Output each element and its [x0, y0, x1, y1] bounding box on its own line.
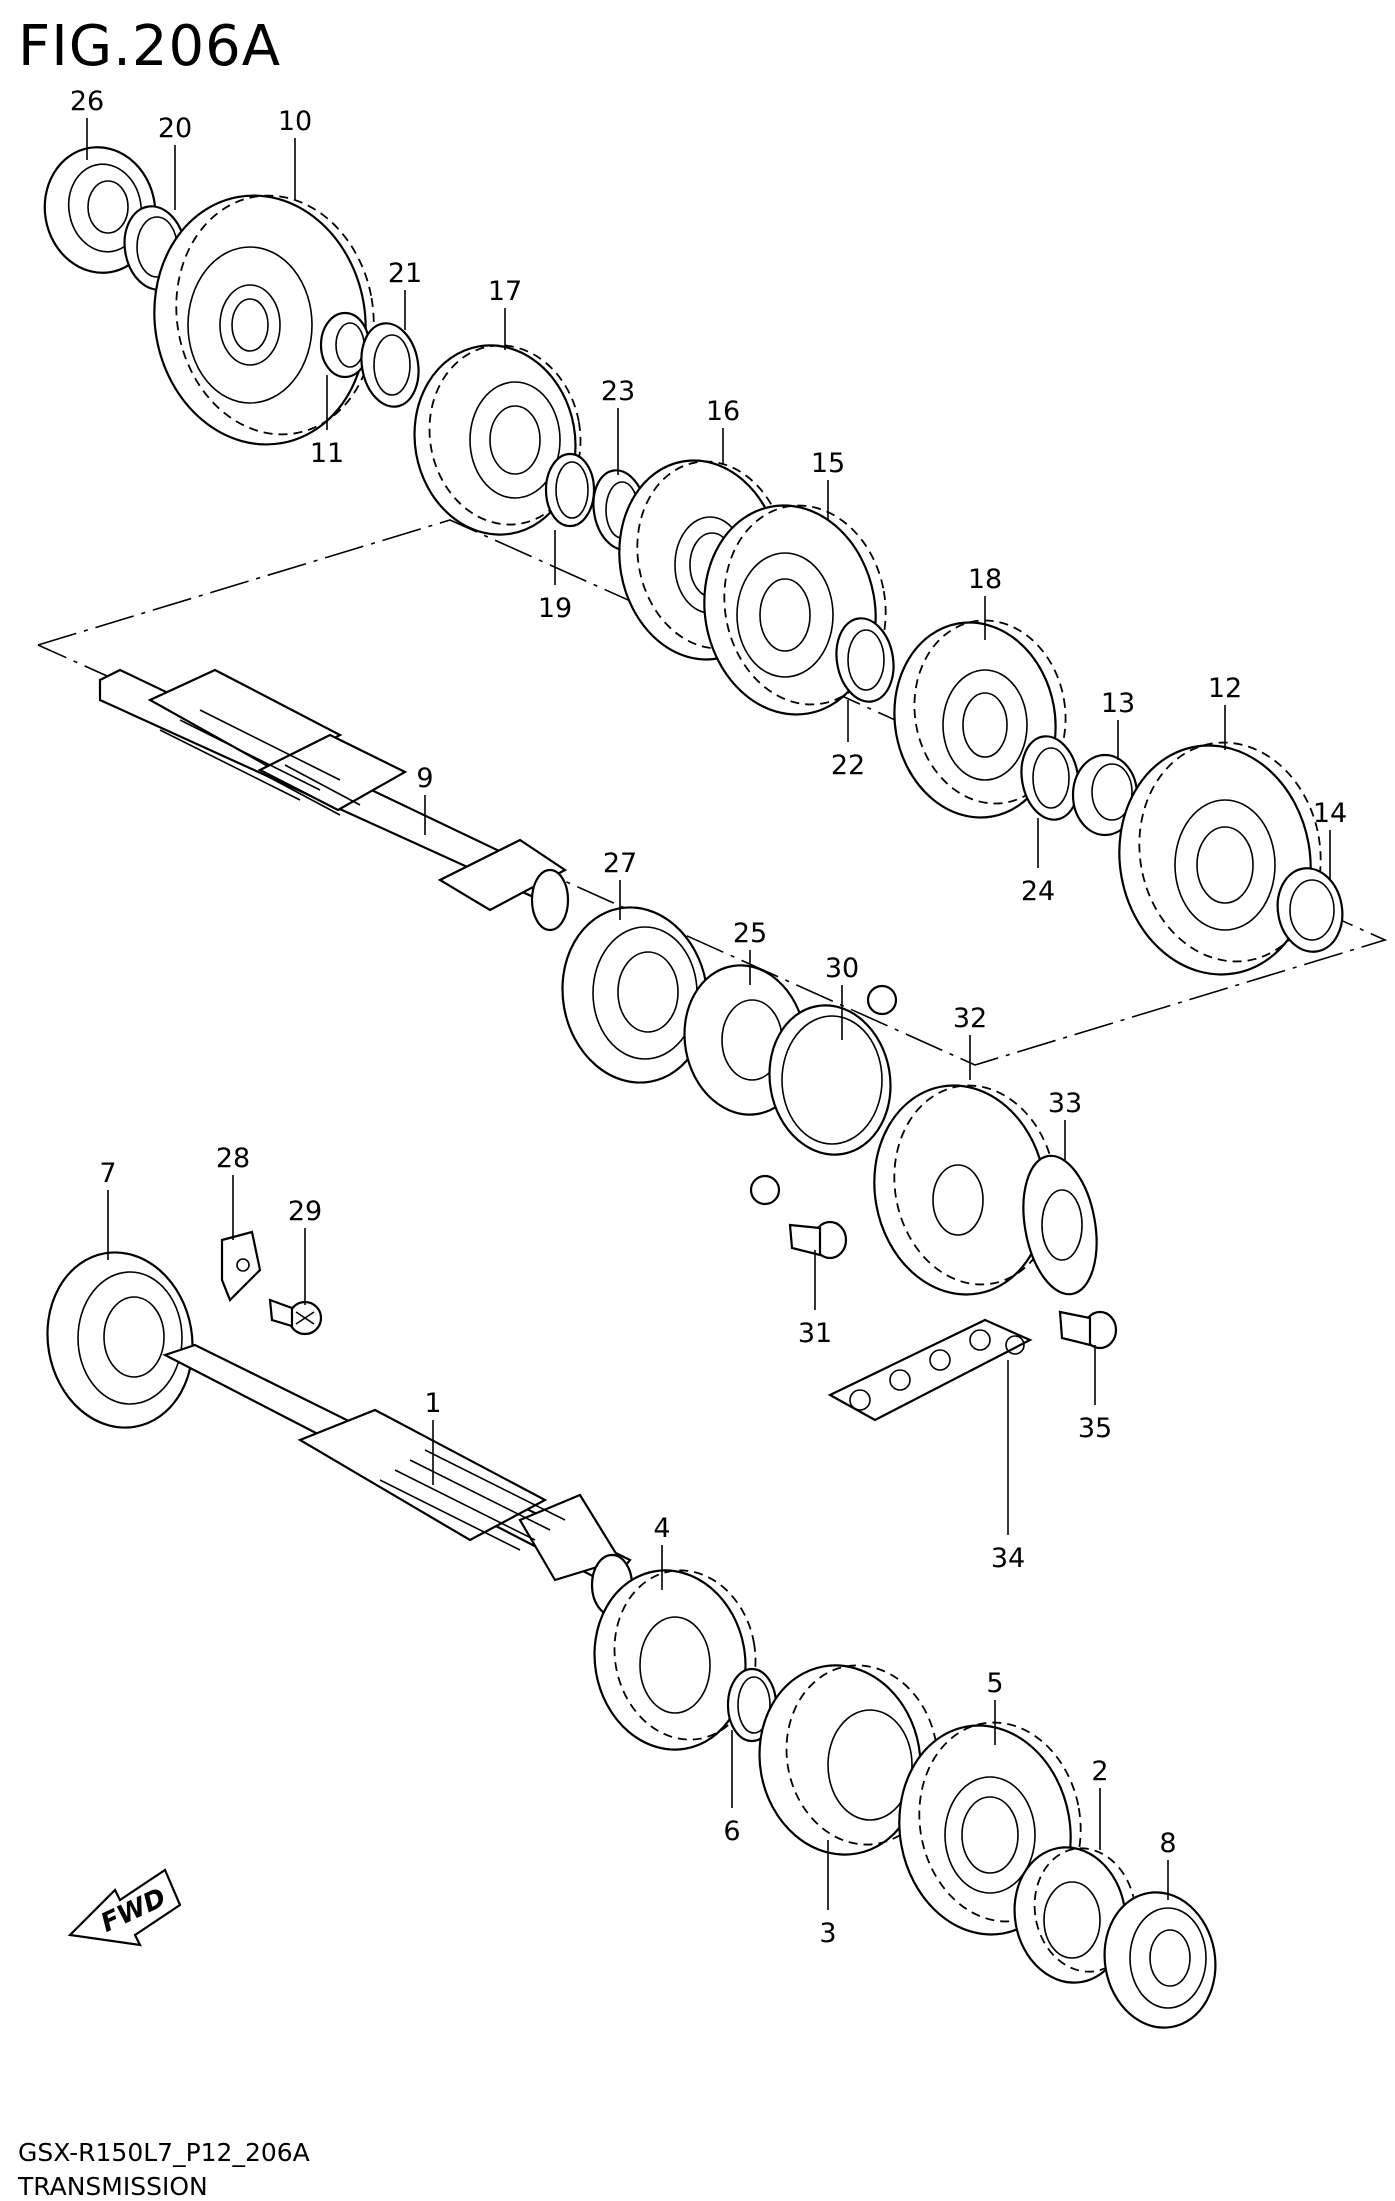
part-17-gear	[413, 344, 582, 536]
part-10-gear	[153, 194, 375, 446]
part-35-bolt	[1058, 1310, 1118, 1350]
callout-28: 28	[216, 1143, 250, 1174]
callout-4: 4	[653, 1513, 670, 1544]
callout-14: 14	[1313, 798, 1347, 829]
callout-32: 32	[953, 1003, 987, 1034]
callout-20: 20	[158, 113, 192, 144]
part-15-gear	[703, 504, 887, 716]
part-14-washer	[1276, 867, 1344, 953]
callout-24: 24	[1021, 876, 1055, 907]
part-28-plate	[220, 1230, 262, 1302]
callout-19: 19	[538, 593, 572, 624]
callout-11: 11	[310, 438, 344, 469]
callout-31: 31	[798, 1318, 832, 1349]
callout-30: 30	[825, 953, 859, 984]
callout-7: 7	[99, 1158, 116, 1189]
part-4-gear	[593, 1569, 757, 1751]
part-7-bearing	[46, 1251, 194, 1429]
part-29-screw	[268, 1298, 323, 1336]
callout-5: 5	[986, 1668, 1003, 1699]
part-33-lock-washer	[1022, 1154, 1098, 1296]
callout-1: 1	[424, 1388, 441, 1419]
callout-16: 16	[706, 396, 740, 427]
callout-2: 2	[1091, 1756, 1108, 1787]
callout-10: 10	[278, 106, 312, 137]
callout-15: 15	[811, 448, 845, 479]
callout-29: 29	[288, 1196, 322, 1227]
callout-18: 18	[968, 564, 1002, 595]
part-31-bolt	[788, 1220, 848, 1260]
part-12-gear	[1118, 741, 1322, 976]
part-30-plate	[749, 984, 898, 1206]
callout-labels: 26 20 10 21 11 17 23 19 16 15 18 22 13 1…	[70, 86, 1347, 1949]
part-18-gear	[893, 619, 1067, 819]
part-24-washer	[1020, 735, 1080, 821]
callout-6: 6	[723, 1816, 740, 1847]
fwd-arrow-icon: FWD	[67, 1868, 182, 1947]
leader-lines	[86, 118, 1331, 1910]
callout-3: 3	[819, 1918, 836, 1949]
figure-title: FIG.206A	[18, 14, 282, 79]
callout-12: 12	[1208, 673, 1242, 704]
part-11-bushing	[319, 311, 371, 379]
callout-9: 9	[416, 763, 433, 794]
callout-27: 27	[603, 848, 637, 879]
part-1-main-shaft	[162, 1343, 634, 1617]
footer-section-name: TRANSMISSION	[18, 2172, 208, 2201]
part-22-washer	[835, 617, 895, 703]
part-8-bearing	[1103, 1891, 1217, 2029]
callout-8: 8	[1159, 1828, 1176, 1859]
part-34-chain	[827, 1318, 1033, 1422]
part-9-countershaft	[98, 668, 570, 932]
callout-34: 34	[991, 1543, 1025, 1574]
callout-26: 26	[70, 86, 104, 117]
part-3-gear	[758, 1664, 939, 1856]
footer-diagram-code: GSX-R150L7_P12_206A	[18, 2138, 310, 2167]
callout-17: 17	[488, 276, 522, 307]
callout-13: 13	[1101, 688, 1135, 719]
part-21-washer	[360, 322, 420, 408]
callout-33: 33	[1048, 1088, 1082, 1119]
callout-25: 25	[733, 918, 767, 949]
callout-21: 21	[388, 258, 422, 289]
callout-35: 35	[1078, 1413, 1112, 1444]
callout-23: 23	[601, 376, 635, 407]
part-32-sprocket	[873, 1084, 1057, 1296]
callout-22: 22	[831, 750, 865, 781]
part-19-circlip	[544, 452, 596, 528]
